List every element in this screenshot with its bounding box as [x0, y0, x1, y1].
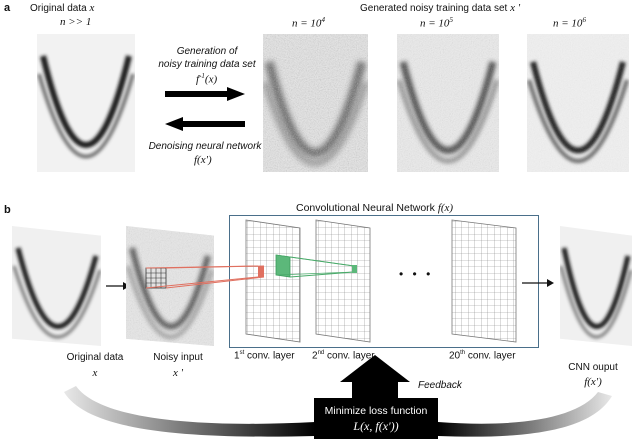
- panel-a-label: a: [4, 2, 11, 14]
- layer-1-label: 1st conv. layer: [234, 350, 295, 362]
- loss-fn: L(x, f(x')): [353, 419, 399, 433]
- noisy-panel-1e5: [397, 34, 499, 172]
- n-label-1e4: n = 104: [292, 16, 325, 30]
- forward-arrow: [165, 87, 245, 101]
- cnn-box: [229, 215, 539, 348]
- feedback-arc-right: [438, 392, 612, 437]
- feedback-label: Feedback: [418, 380, 462, 391]
- backward-fn: f(x'): [194, 154, 212, 166]
- panel-b-label: b: [4, 204, 11, 216]
- cnn-output-image: [560, 226, 632, 346]
- original-data-title: Original data x: [30, 2, 95, 14]
- n-label-1e6: n = 106: [553, 16, 586, 30]
- noisy-panel-1e6: [527, 34, 629, 172]
- backward-arrow-text: Denoising neural network: [148, 141, 262, 152]
- original-var-b: x: [92, 367, 98, 379]
- layer-2-label: 2nd conv. layer: [312, 350, 375, 362]
- noisy-input-image: [126, 226, 214, 346]
- layer-ellipsis: • • •: [399, 267, 434, 281]
- original-data-label-b: Original data: [66, 352, 124, 363]
- cnn-output-var: f(x'): [584, 376, 602, 388]
- noisy-panel-1e4: [263, 34, 368, 172]
- original-data-image: [37, 34, 135, 172]
- original-data-image-b: [12, 226, 101, 346]
- cnn-title: Convolutional Neural Network f(x): [296, 202, 454, 214]
- feedback-up-arrow: [340, 355, 410, 398]
- loss-function-box: Minimize loss function L(x, f(x')): [314, 398, 438, 439]
- layer-20-label: 20th conv. layer: [449, 350, 516, 362]
- loss-title: Minimize loss function: [324, 405, 428, 417]
- noisy-input-label: Noisy input: [153, 352, 203, 363]
- forward-arrow-text-2: noisy training data set: [158, 59, 256, 70]
- cnn-output-label: CNN ouput: [568, 362, 618, 373]
- generated-data-title: Generated noisy training data set x ': [360, 2, 521, 14]
- forward-arrow-text-1: Generation of: [176, 46, 238, 57]
- original-n-label: n >> 1: [60, 16, 92, 28]
- forward-fn: f-1(x): [196, 72, 218, 86]
- noisy-var-b: x ': [173, 367, 183, 379]
- n-label-1e5: n = 105: [420, 16, 453, 30]
- feedback-arc-left: [64, 386, 315, 437]
- backward-arrow: [165, 117, 245, 131]
